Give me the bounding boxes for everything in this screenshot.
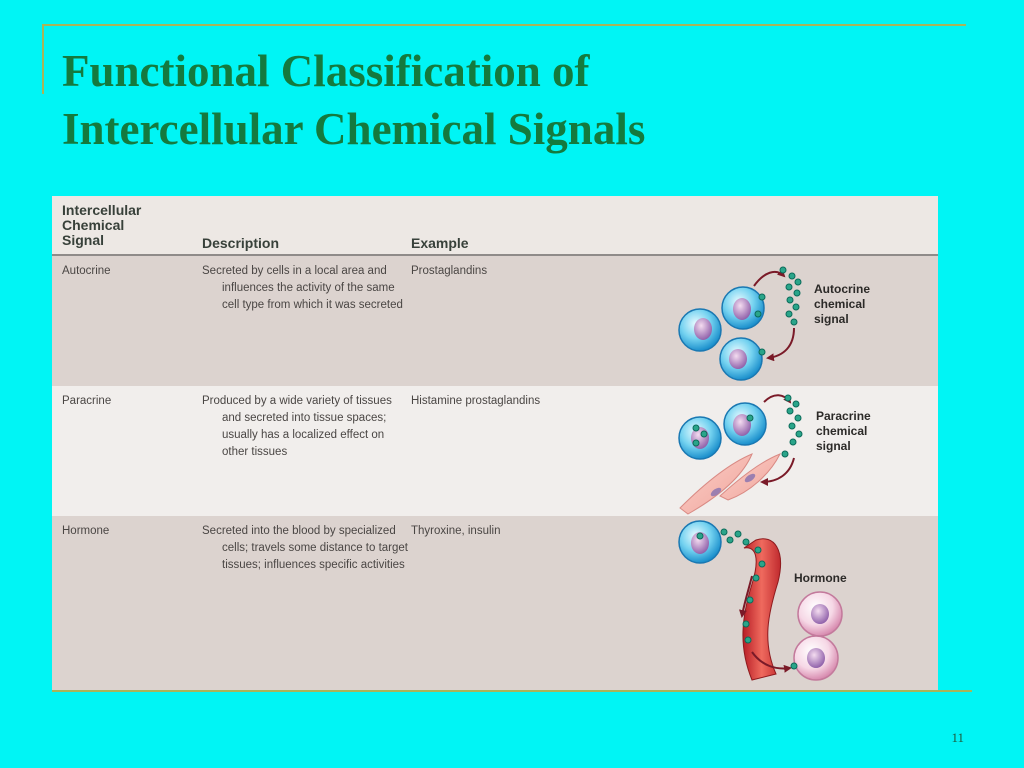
hormone-illustration: Hormone [678,520,847,681]
header-signal-line-3: Signal [62,232,105,248]
paracrine-label-line-2: chemical [816,424,867,438]
page-number: 11 [951,730,964,745]
signal-molecules-icon [696,528,798,670]
header-example: Example [411,235,469,251]
signal-illustrations: Autocrine chemical signal Paracrine chem [678,266,871,681]
signal-name: Paracrine [62,395,112,407]
signal-classification-table: Intercellular Chemical Signal Descriptio… [52,196,938,690]
nucleus-icon [807,648,825,668]
table-header: Intercellular Chemical Signal Descriptio… [52,196,938,254]
bottom-rule [52,690,972,692]
nucleus-icon [729,349,747,369]
frame-top-border [42,24,966,26]
header-signal-line-1: Intercellular [62,202,142,218]
autocrine-illustration: Autocrine chemical signal [678,266,870,381]
paracrine-label-line-3: signal [816,439,851,453]
hormone-label: Hormone [794,571,847,585]
signal-description: Secreted into the blood by specialized c… [202,525,408,571]
tissue-cell-icon [679,453,753,515]
signal-description: Produced by a wide variety of tissues an… [202,395,392,458]
autocrine-label-line-2: chemical [814,297,865,311]
nucleus-icon [733,298,751,320]
signal-name: Autocrine [62,265,111,277]
target-arrow-icon [760,457,795,486]
slide-title-line-2: Intercellular Chemical Signals [62,104,646,154]
signal-description: Secreted by cells in a local area and in… [202,265,403,311]
autocrine-label-line-1: Autocrine [814,282,870,296]
autocrine-label-line-3: signal [814,312,849,326]
release-arrow-icon [753,268,786,287]
header-description: Description [202,235,280,251]
target-arrow-icon [751,651,792,673]
frame-left-border [42,24,44,94]
nucleus-icon [694,318,712,340]
paracrine-label-line-1: Paracrine [816,409,871,423]
nucleus-icon [733,414,751,436]
nucleus-icon [710,487,722,497]
table-row-hormone: Hormone Secreted into the blood by speci… [52,516,938,690]
nucleus-icon [691,532,709,554]
paracrine-illustration: Paracrine chemical signal [678,394,871,515]
nucleus-icon [744,473,756,483]
header-divider [52,254,938,256]
return-arrow-icon [766,327,795,362]
header-intercellular-chemical-signal: Intercellular Chemical Signal [62,203,182,248]
slide-title: Functional Classification of Intercellul… [62,42,962,158]
signal-example: Prostaglandins [411,265,488,277]
nucleus-icon [811,604,829,624]
signal-example: Histamine prostaglandins [411,395,541,407]
blood-vessel-icon [742,538,782,681]
header-signal-line-2: Chemical [62,217,125,233]
circulation-arrow-icon [739,575,753,618]
slide-title-line-1: Functional Classification of [62,46,590,96]
signal-molecules-icon [754,266,802,356]
signal-example: Thyroxine, insulin [411,525,501,537]
signal-name: Hormone [62,525,110,537]
signal-molecules-icon [692,394,803,458]
